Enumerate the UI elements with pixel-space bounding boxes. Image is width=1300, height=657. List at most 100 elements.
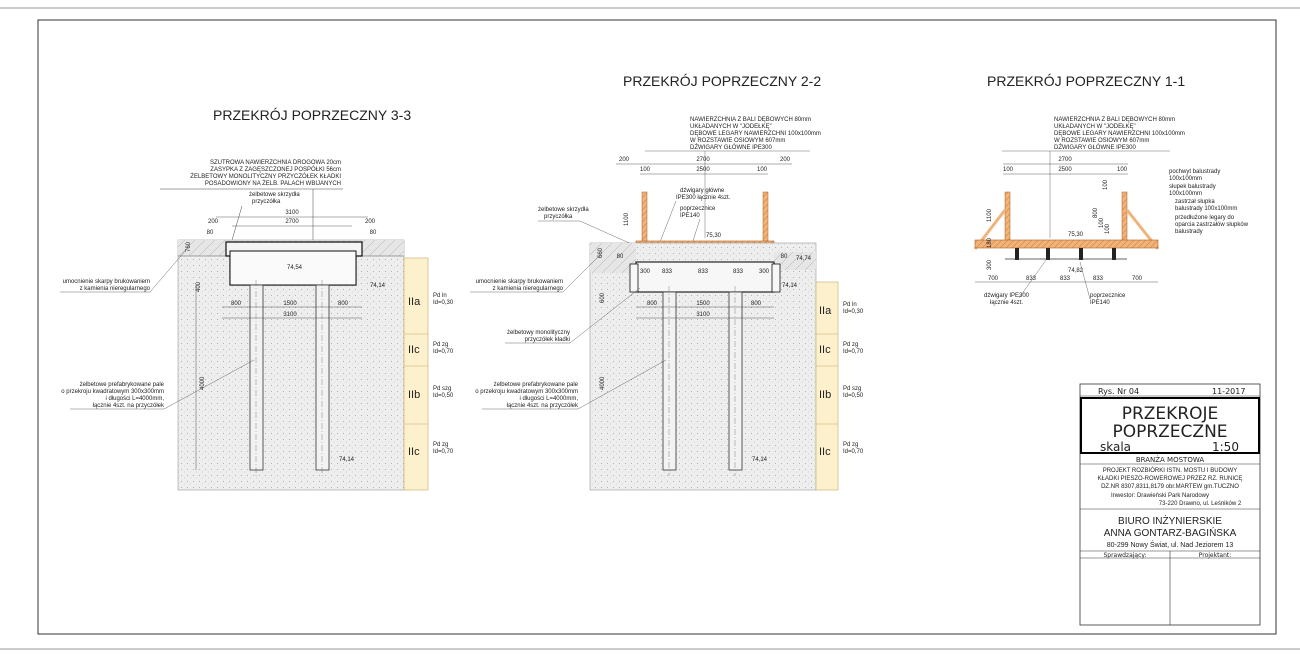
dim: 200 xyxy=(780,157,791,163)
soil-name: Pd szg xyxy=(843,386,861,392)
wing-label: żelbetowe skrzydła xyxy=(538,207,589,213)
dim: 100 xyxy=(1003,167,1014,173)
section-2-2-title: PRZEKRÓJ POPRZECZNY 2-2 xyxy=(623,73,821,89)
soil-id: Id=0,70 xyxy=(433,349,454,355)
dim-vertical: 1100 xyxy=(624,212,630,226)
strengthen-label: z kamienia nieregularnego xyxy=(493,286,564,292)
soil-code: IIa xyxy=(819,305,832,317)
section-1-1-notes: NAWIERZCHNIA Z BALI DĘBOWYCH 80mm UKŁADA… xyxy=(1054,117,1185,151)
note-line: NAWIERZCHNIA Z BALI DĘBOWYCH 80mm xyxy=(690,117,811,123)
section-2-2: PRZEKRÓJ POPRZECZNY 2-2 NAWIERZCHNIA Z B… xyxy=(470,73,864,491)
side-label: 100x100mm xyxy=(1169,191,1202,197)
note-line: DŹWIGARY GŁÓWNE IPE300 xyxy=(690,144,772,151)
dims-bottom: 800 1500 800 3100 xyxy=(222,301,362,319)
dim: 833 xyxy=(1093,276,1104,282)
investor-line: Inwestor: Drawieński Park Narodowy xyxy=(1111,493,1209,499)
dim: 3100 xyxy=(283,312,297,318)
drawing-title-1: PRZEKROJE xyxy=(1122,404,1219,424)
dim-vertical: 180 xyxy=(987,237,993,248)
scale-label: skala xyxy=(1100,440,1131,454)
dim-vertical: 660 xyxy=(598,247,604,258)
section-1-1: PRZEKRÓJ POPRZECZNY 1-1 NAWIERZCHNIA Z B… xyxy=(973,73,1249,306)
soil-name: Pd ln xyxy=(843,302,857,308)
soil-name: Pd zg xyxy=(843,342,858,348)
branch: BRANŻA MOSTOWA xyxy=(1136,455,1205,464)
dim: 2500 xyxy=(696,167,710,173)
office-name: ANNA GONTARZ-BAGIŃSKA xyxy=(1104,526,1237,539)
side-label: przedłużone legary do xyxy=(1175,215,1235,221)
dim: 100 xyxy=(1117,167,1128,173)
girders-label: IPE300 łącznie 4szt. xyxy=(676,195,731,201)
piles-label: łącznie 4szt. na przyczółek xyxy=(93,403,165,409)
dim: 2700 xyxy=(1058,157,1072,163)
note-line: W ROZSTAWIE OSIOWYM 607mm xyxy=(690,138,785,144)
dim: 200 xyxy=(365,219,376,225)
dim: 1500 xyxy=(696,301,710,307)
dim-vertical: 4000 xyxy=(200,376,206,390)
level: 75,30 xyxy=(1068,232,1084,238)
dim: 833 xyxy=(662,269,673,275)
dim: 3100 xyxy=(285,210,299,216)
wing-label: przyczółka xyxy=(544,214,573,220)
soil-code: IIc xyxy=(819,446,831,458)
cross-label: IPE140 xyxy=(1090,300,1110,306)
soil-name: Pd zg xyxy=(843,442,858,448)
dim: 80 xyxy=(207,230,214,236)
soil-id: Id=0,50 xyxy=(433,393,454,399)
cross-label: IPE140 xyxy=(680,213,700,219)
office-name: BIURO INŻYNIERSKIE xyxy=(1118,514,1222,527)
wing-label: żelbetowe skrzydła xyxy=(249,192,300,198)
wing-label: przyczółka xyxy=(252,199,281,205)
soil-code: IIb xyxy=(819,389,831,401)
drawing-frame xyxy=(37,19,1277,635)
soil-id: Id=0,70 xyxy=(843,349,864,355)
investor-line: 73-220 Drawno, ul. Leśników 2 xyxy=(1159,501,1242,507)
office-address: 80-299 Nowy Świat, ul. Nad Jeziorem 13 xyxy=(1107,540,1234,549)
side-label: 100x100mm xyxy=(1169,176,1202,182)
dim-vertical: 400 xyxy=(196,281,202,292)
soil-code: IIa xyxy=(408,296,421,308)
dims-bottom: 700 833 833 833 700 xyxy=(975,276,1158,283)
dims-top: 200 2700 200 100 2500 100 xyxy=(616,157,792,175)
level: 74,74 xyxy=(796,256,812,262)
cross-label: poprzecznice xyxy=(1090,293,1126,299)
dim-vertical: 760 xyxy=(186,241,192,252)
side-label: pochwyt balustrady xyxy=(1169,169,1220,175)
piles-label: żelbetowe prefabrykowane pale xyxy=(494,382,579,388)
drawing-number: Rys. Nr 04 xyxy=(1098,387,1139,396)
dim-vertical: 800 xyxy=(1093,207,1099,218)
dim: 833 xyxy=(1060,276,1071,282)
soil-code: IIc xyxy=(408,344,420,356)
girders-label: dźwigary główne xyxy=(680,188,725,194)
strengthen-label: umocnienie skarpy brukowaniem xyxy=(63,279,150,285)
dim-vertical: 100 xyxy=(1103,179,1109,190)
level: 74,14 xyxy=(339,457,355,463)
note-line: POSADOWIONY NA ŻELB. PALACH WBIJANYCH xyxy=(205,180,341,187)
level: 74,14 xyxy=(752,457,768,463)
level: 74,82 xyxy=(1068,268,1084,274)
strengthen-label: z kamienia nieregularnego xyxy=(80,286,151,292)
dims-bottom: 800 1500 800 3100 xyxy=(636,301,774,319)
project-line: PROJEKT ROZBIÓRKI ISTN. MOSTU I BUDOWY xyxy=(1103,467,1238,474)
dim: 2500 xyxy=(1058,167,1072,173)
piles-label: łącznie 4szt. na przyczółek xyxy=(507,403,579,409)
note-line: ZASYPKA Z ZAGĘSZCZONEJ POSPÓŁKI 56cm xyxy=(210,166,341,173)
dim: 2700 xyxy=(696,157,710,163)
dim: 200 xyxy=(619,157,630,163)
title-block: Rys. Nr 04 11-2017 PRZEKROJE POPRZECZNE … xyxy=(1079,383,1261,626)
side-label: balustrady xyxy=(1175,229,1203,235)
level: 74,54 xyxy=(287,265,303,271)
section-3-3: PRZEKRÓJ POPRZECZNY 3-3 SZUTROWA NAWIERZ… xyxy=(60,107,454,491)
note-line: ŻELBETOWY MONOLITYCZNY PRZYCZÓŁEK KŁADKI xyxy=(190,173,341,180)
dims-top: 3100 2700 200 200 80 80 xyxy=(207,210,377,236)
note-line: DĘBOWE LEGARY NAWIERZCHNI 100x100mm xyxy=(690,131,821,137)
dim-vertical: 1100 xyxy=(987,208,993,222)
dim: 300 xyxy=(759,269,770,275)
level: 74,14 xyxy=(782,283,798,289)
project-line: KŁADKI PIESZO-ROWEROWEJ PRZEZ RZ. RUNICĘ xyxy=(1098,476,1243,482)
dims-mid: 300 833 833 833 300 80 80 xyxy=(617,254,788,275)
dim: 800 xyxy=(647,301,658,307)
soil-code: IIc xyxy=(819,344,831,356)
drawing-date: 11-2017 xyxy=(1212,387,1245,396)
side-label: słupek balustrady xyxy=(1169,184,1216,190)
